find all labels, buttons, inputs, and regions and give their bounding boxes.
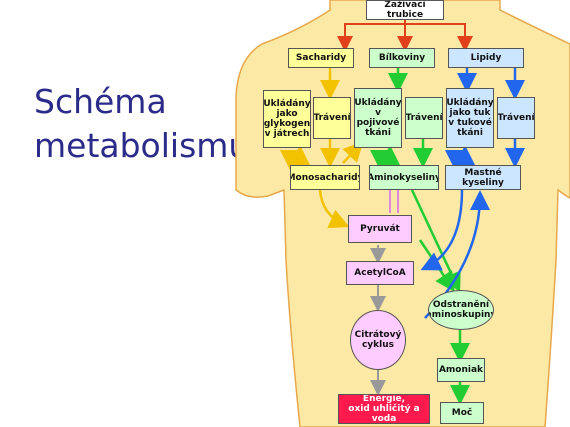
box-sacharidy: Sacharidy (288, 48, 354, 68)
title-line-2: metabolismu (34, 126, 250, 165)
box-energie: Energie, oxid uhličitý a voda (338, 394, 430, 424)
red-arrows (337, 20, 473, 52)
box-moc: Moč (440, 402, 484, 424)
box-bilkoviny: Bílkoviny (369, 48, 435, 68)
box-monosacharidy: Monosacharidy (290, 165, 360, 190)
blue-arrows (420, 68, 525, 319)
box-ukladany-glykogen: Ukládány jako glykogen v játrech (263, 90, 311, 148)
box-citratovy-cyklus: Citrátový cyklus (350, 310, 406, 370)
diagram-title: Schéma metabolismu (34, 80, 249, 168)
box-mastne-kyseliny: Mastné kyseliny (445, 165, 521, 190)
box-traveni-bilkoviny: Trávení (405, 97, 443, 139)
box-aminokyseliny: Aminokyseliny (369, 165, 439, 190)
box-ukladany-pojivove: Ukládány v pojivové tkáni (354, 88, 402, 148)
box-lipidy: Lipidy (448, 48, 524, 68)
box-odstraneni-aminoskupiny: Odstranění aminoskupiny (428, 290, 494, 330)
box-pyruvat: Pyruvát (348, 215, 412, 243)
box-traveni-sacharidy: Trávení (313, 97, 351, 139)
title-line-1: Schéma (34, 82, 167, 121)
box-amoniak: Amoniak (437, 358, 485, 382)
box-zazivaci-trubice: Zažívací trubice (366, 0, 444, 20)
box-traveni-lipidy: Trávení (497, 97, 535, 139)
box-acetylcoa: AcetylCoA (346, 261, 414, 285)
yellow-arrows (280, 68, 364, 229)
box-ukladany-tuk: Ukládány jako tuk v tukové tkáni (446, 88, 494, 148)
pink-arrows (389, 190, 399, 213)
